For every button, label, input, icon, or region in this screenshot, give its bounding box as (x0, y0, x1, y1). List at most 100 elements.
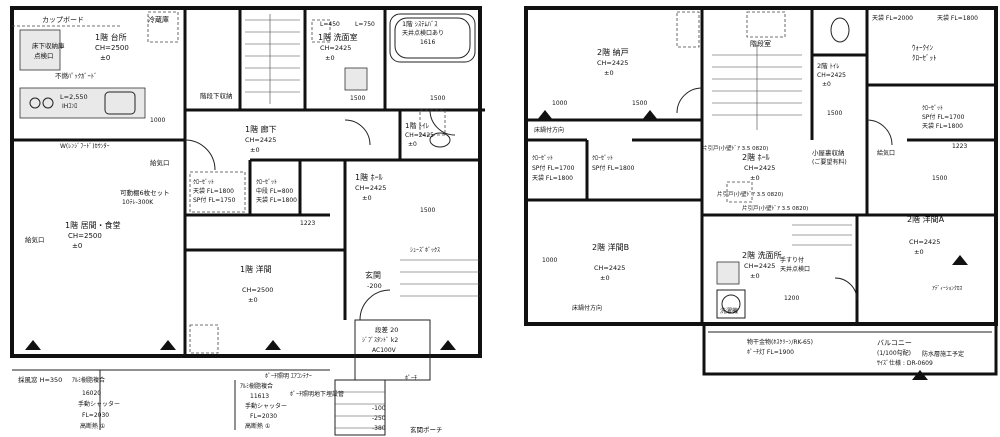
wash-level: ±0 (325, 54, 335, 62)
western-name: 1階 洋間 (240, 264, 272, 274)
western-level: ±0 (248, 296, 258, 304)
bottom-b12: ﾎﾟｰﾁ照明 ｴｱｺﾝﾃﾅｰ (265, 373, 312, 380)
laundry-label: 洗濯機 (720, 307, 738, 315)
hall-down-name: 1階 廊下 (245, 124, 277, 134)
western-ch: CH=2500 (242, 286, 273, 294)
bottom-b1: 採風窓 H=350 (18, 375, 62, 384)
storage-level: ±0 (604, 69, 614, 77)
stairs-1f (245, 14, 300, 104)
closet-c-a: SP付 FL=1800 (592, 164, 635, 172)
toilet2-ch: CH=2425 (817, 72, 846, 79)
entry-step-label: 段差 20 (375, 325, 398, 334)
kitchen-ch: CH=2500 (95, 44, 129, 52)
1f-outer-wall (10, 6, 482, 358)
wash-ch: CH=2425 (320, 44, 351, 52)
kitchen-level: ±0 (100, 54, 110, 62)
wash2-name: 2階 洗面所 (742, 250, 782, 260)
hall-level: ±0 (362, 194, 372, 202)
dim-1: 1000 (150, 117, 165, 124)
rooma-ch: CH=2425 (909, 238, 940, 246)
closet2-name: ｸﾛｰｾﾞｯﾄ (256, 179, 277, 186)
closet1-b: SP付 FL=1750 (193, 196, 236, 204)
hall2-name: 2階 ﾎｰﾙ (742, 152, 770, 162)
kitchen-unit-label: L=2,550 (60, 93, 88, 101)
dim-3: 1223 (300, 220, 315, 227)
wash-basin-2f (716, 261, 740, 285)
porch-step (334, 379, 386, 436)
bath-sub: 天井点検口あり (402, 29, 444, 37)
second-floor-plan: 2階 納戸 CH=2425 ±0 階段室 2階 ﾄｲﾚ CH=2425 ±0 天… (512, 0, 1000, 437)
door-note-b: 片引戸(小壁ﾄﾞｱ 3.5 0820) (717, 190, 783, 198)
dim2-5: 1200 (784, 295, 799, 302)
bottom-b8: 11613 (250, 393, 269, 400)
closet-a-a: SP付 FL=1700 (922, 113, 965, 121)
door-swing-2f-2 (866, 119, 893, 146)
attic-hatch (726, 181, 753, 203)
genkan-shelf-lines (400, 259, 480, 297)
roomb-ch: CH=2425 (594, 264, 625, 272)
balcony-item-a: 物干金物(ﾎｽｸﾘｰﾝ/RK-65) (747, 338, 813, 346)
bottom-b4: 手動シャッター (78, 400, 120, 408)
storage-name: 2階 納戸 (597, 47, 629, 57)
kitchen-unit-sub: IHｺﾝﾛ (62, 103, 77, 110)
fridge-space (147, 11, 179, 43)
dim2-6: 1223 (952, 143, 967, 150)
storage-ch: CH=2425 (597, 59, 628, 67)
toilet-level: ±0 (408, 141, 417, 148)
ldk-outlet: 給気口 (25, 235, 45, 244)
wash-stairs (792, 224, 852, 246)
door-note-c: 片引戸(小壁ﾄﾞｱ 3.5 0820) (742, 204, 808, 212)
balcony-sub: (1/100勾配) (877, 349, 911, 357)
underfloor-storage (19, 29, 61, 71)
bottom-l2: -250 (372, 415, 386, 422)
closet-dash-1 (189, 171, 246, 213)
ldk-level: ±0 (72, 242, 82, 250)
toilet-bowl (429, 132, 451, 148)
dim-5: 1500 (420, 207, 435, 214)
stairs-2f (712, 45, 802, 130)
roomb-level: ±0 (600, 274, 610, 282)
hall2-ch: CH=2425 (744, 164, 775, 172)
closet2-b: 天袋 FL=1800 (256, 196, 297, 204)
entry-note-sub: AC100V (372, 347, 397, 354)
toilet-name: 1階 ﾄｲﾚ (405, 121, 430, 130)
wash-note-sub: 天井点検口 (780, 265, 810, 273)
island-label: 不燃ﾊﾟｯｸｶﾞｰﾄﾞ (55, 71, 97, 80)
rooma-level: ±0 (914, 248, 924, 256)
balcony-note: ｻｲｽﾞ仕様 : DR-0609 (877, 359, 933, 367)
first-floor-drawing: カップボード 冷蔵庫 床下収納庫 点検口 1階 台所 CH=2500 ±0 不燃… (10, 6, 485, 436)
genkan-level: -200 (367, 282, 382, 290)
bottom-b7: ｱﾙﾐ樹脂複合 (240, 382, 273, 390)
genkan-name: 玄関 (365, 270, 381, 280)
closet-b-name: ｸﾛｰｾﾞｯﾄ (532, 155, 553, 162)
cupboard-label: カップボード (42, 16, 84, 24)
dim-4: 1500 (430, 95, 445, 102)
bottom-b2: ｱﾙﾐ樹脂複合 (72, 376, 105, 384)
shelf-sub: (ご要望有料) (812, 158, 847, 166)
wash-name: 1階 洗面室 (318, 32, 358, 42)
dim-2: 1500 (350, 95, 365, 102)
bathtub (389, 13, 476, 63)
closet-a-b: 天袋 FL=1800 (922, 122, 963, 130)
second-floor-drawing: 2階 納戸 CH=2425 ±0 階段室 2階 ﾄｲﾚ CH=2425 ±0 天… (524, 6, 998, 380)
toilet2-name: 2階 ﾄｲﾚ (817, 61, 839, 70)
wash2-level: ±0 (750, 272, 760, 280)
door-swing-2f-3 (834, 277, 858, 301)
wash-note: 手すり付 (780, 256, 804, 264)
stairs-under-label: 階段下収納 (200, 91, 233, 100)
wash-l450: L=450 (320, 21, 340, 28)
wash-l750: L=750 (355, 21, 375, 28)
laundry-machine (716, 289, 746, 319)
underfloor-sub: 点検口 (34, 51, 54, 60)
tv-sub: 10ﾃﾚ-300K (122, 199, 154, 206)
bath-name: 1階 ｼｽﾃﾑﾊﾞｽ (402, 19, 438, 28)
door-swing-2 (344, 119, 371, 146)
ldk-outlet-2: 給気口 (150, 158, 170, 167)
closet1-name: ｸﾛｰｾﾞｯﾄ (193, 179, 214, 186)
bottom-b5: FL=2030 (82, 412, 109, 419)
range-hood-label: W(ﾚﾝｼﾞﾌｰﾄﾞ)ｶｳﾝﾀｰ (60, 143, 110, 150)
hall-name: 1階 ﾎｰﾙ (355, 172, 383, 182)
closet2-a: 中段 FL=800 (256, 187, 293, 195)
wash2-ch: CH=2425 (744, 262, 775, 270)
bottom-l3: -380 (372, 425, 386, 432)
